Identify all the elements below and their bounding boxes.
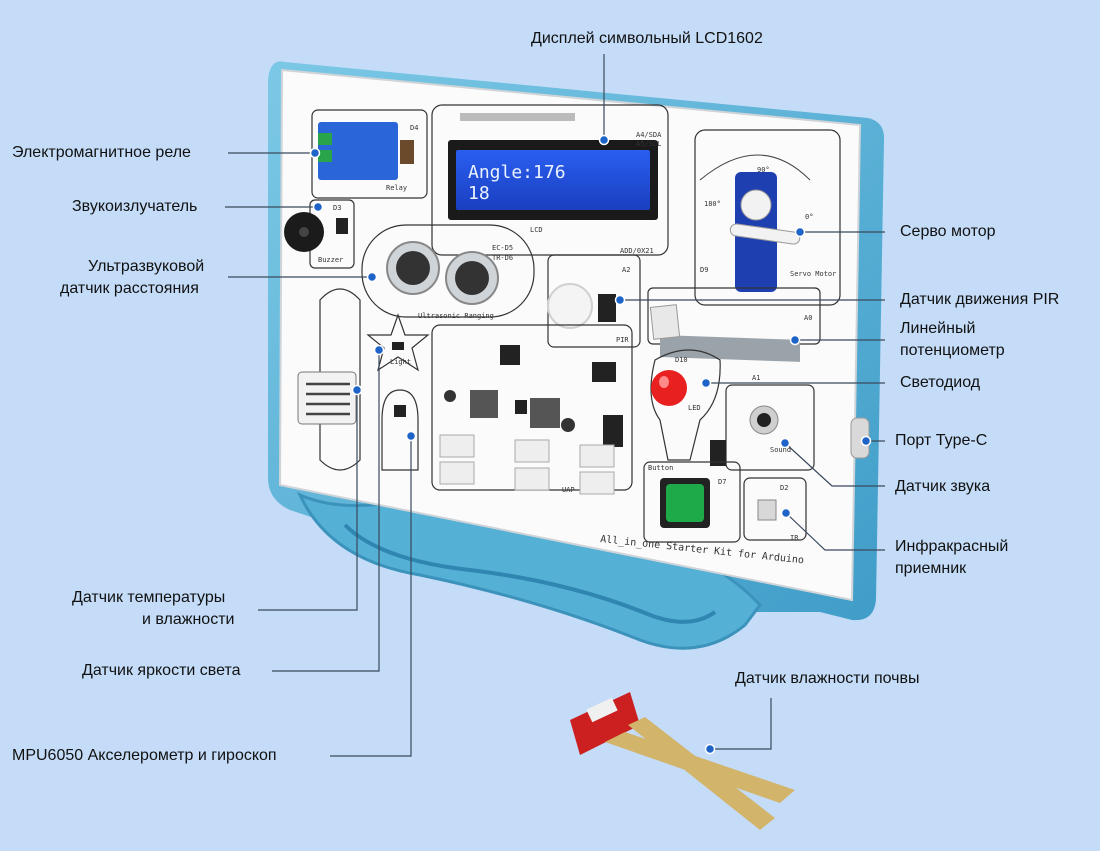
lcd-module [431, 104, 669, 256]
silk-light: Light [390, 358, 411, 366]
silk-d2: D2 [780, 484, 788, 492]
silk-a1: A1 [752, 374, 760, 382]
silk-a0: A0 [804, 314, 812, 322]
silk-a4: A4/SDA [636, 131, 662, 139]
panel [278, 68, 862, 602]
silk-servo: Servo Motor [790, 270, 836, 278]
button-module [643, 461, 741, 543]
mpu-module [381, 389, 419, 471]
label-light: Датчик яркости света [82, 662, 241, 679]
silk-d7: D7 [718, 478, 726, 486]
label-buzzer: Звукоизлучатель [72, 198, 198, 215]
light-sensor-module [366, 313, 430, 372]
silk-ir: IR [790, 534, 799, 542]
lcd-line-2: 18 [468, 183, 490, 204]
label-pir: Датчик движения PIR [900, 291, 1060, 308]
pir-module [547, 254, 641, 348]
label-mpu: MPU6050 Акселерометр и гироскоп [12, 747, 277, 764]
label-ir-1: Инфракрасный [895, 538, 1009, 555]
label-temp-2: и влажности [142, 611, 235, 628]
silk-pir: PIR [616, 336, 629, 344]
silk-d9: D9 [700, 266, 708, 274]
silk-addr: ADD/0X21 [620, 247, 654, 255]
silk-ec: EC-D5 [492, 244, 513, 252]
potentiometer-module [647, 287, 821, 362]
label-temp-1: Датчик температуры [72, 589, 226, 606]
pointer-dots [309, 134, 872, 755]
led-module [650, 349, 721, 461]
silk-buzzer: Buzzer [318, 256, 343, 264]
label-lcd: Дисплей символьный LCD1602 [531, 30, 763, 47]
label-ultrasonic-1: Ультразвуковой [88, 258, 205, 275]
sound-module [710, 384, 815, 471]
ultrasonic-module [361, 224, 535, 318]
leader-lines [225, 54, 885, 757]
lcd-line-1: Angle:176 [468, 162, 566, 183]
silk-a5: A5/SCL [636, 140, 661, 148]
label-pot-2: потенциометр [900, 342, 1005, 359]
label-led: Светодиод [900, 374, 981, 391]
silk-led: LED [688, 404, 701, 412]
label-soil: Датчик влажности почвы [735, 670, 920, 687]
silk-d3: D3 [333, 204, 341, 212]
silk-uap: UAP [562, 486, 575, 494]
soil-sensor [570, 692, 795, 830]
label-typec: Порт Type-C [895, 432, 988, 449]
servo-module [694, 129, 841, 306]
label-ir-2: приемник [895, 560, 967, 577]
silk-a2: A2 [622, 266, 630, 274]
silk-d4: D4 [410, 124, 418, 132]
label-relay: Электромагнитное реле [12, 144, 191, 161]
relay-module [311, 109, 428, 199]
label-pot-1: Линейный [900, 320, 976, 337]
silk-button: Button [648, 464, 673, 472]
silk-d10: D10 [675, 356, 688, 364]
temp-humidity-module [297, 288, 361, 471]
label-sound: Датчик звука [895, 478, 991, 495]
silk-tr: TR-D6 [492, 254, 513, 262]
silk-ultrasonic: Ultrasonic Ranging [418, 312, 494, 320]
silk-180: 180° [704, 200, 721, 208]
silk-90: 90° [757, 166, 770, 174]
ir-module [743, 477, 807, 541]
silk-sound: Sound [770, 446, 791, 454]
label-servo: Серво мотор [900, 223, 996, 240]
main-pcb-area [431, 324, 633, 495]
silk-relay: Relay [386, 184, 407, 192]
silk-0: 0° [805, 213, 813, 221]
silk-lcd: LCD [530, 226, 543, 234]
buzzer-module [284, 199, 355, 269]
label-ultrasonic-2: датчик расстояния [60, 280, 199, 297]
